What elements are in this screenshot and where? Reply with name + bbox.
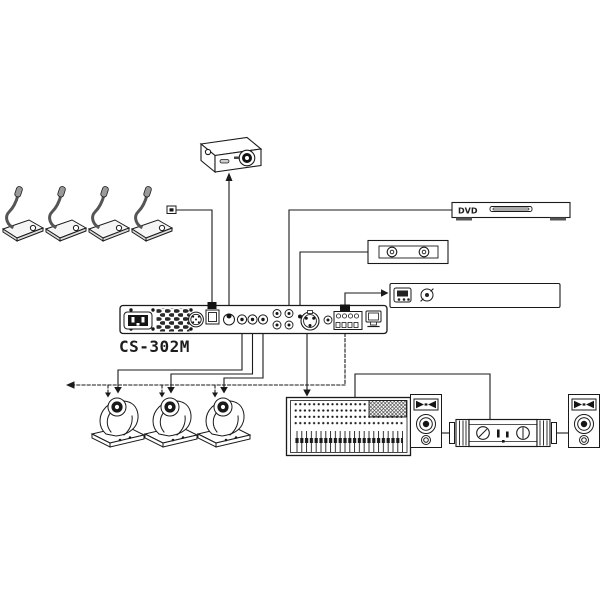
arrow-down-mixer <box>303 389 311 397</box>
xlr-output <box>300 310 320 331</box>
usb-port <box>205 302 220 325</box>
audio-recorder <box>367 239 449 265</box>
mixer-amp-cable <box>354 373 491 420</box>
ptz-camera-3 <box>197 397 251 448</box>
arrow-down-bus-2 <box>159 392 165 398</box>
mic-cable-connector <box>166 205 177 214</box>
arrow-down-bus-1 <box>105 392 111 398</box>
arrow-right-av-bar <box>381 289 389 297</box>
speaker-left <box>410 394 442 448</box>
conference-mic-2 <box>44 184 88 243</box>
rca-jacks-camera <box>236 314 269 325</box>
unit-label: CS-302M <box>119 337 190 356</box>
conference-mic-4 <box>130 184 174 243</box>
speaker-right <box>568 394 600 448</box>
din-connector <box>188 311 204 328</box>
dvd-label: DVD <box>458 207 478 216</box>
main-unit-rear-panel <box>119 302 388 335</box>
power-inlet <box>123 311 153 330</box>
conference-mic-1 <box>1 184 45 243</box>
arrow-down-camera-1 <box>114 387 122 394</box>
arrow-left-bus <box>66 381 75 389</box>
camera-cable-1 <box>117 332 243 389</box>
arrow-down-bus-3 <box>212 392 218 398</box>
power-amplifier <box>449 418 557 448</box>
mixer-faders <box>295 431 403 452</box>
arrow-down-camera-3 <box>220 387 228 394</box>
camera-icon <box>393 287 412 303</box>
ptz-camera-2 <box>144 397 198 448</box>
dvd-cable <box>288 209 453 310</box>
arrow-up-projector <box>225 172 233 181</box>
control-bus-dashed <box>72 332 346 395</box>
av-bar-cable <box>344 292 382 306</box>
av-switcher-bar <box>389 282 561 309</box>
ptz-camera-1 <box>91 397 145 448</box>
projector <box>199 136 263 174</box>
rca-jacks-av-in <box>272 309 294 330</box>
mixer-pad <box>368 400 407 418</box>
camera-cable-2 <box>170 332 254 389</box>
projector-jack <box>223 313 235 326</box>
mixing-console <box>285 396 412 457</box>
aux-jack <box>323 315 333 325</box>
dvd-player: DVD <box>451 201 571 221</box>
dial-icon <box>420 288 434 302</box>
monitor-icon <box>365 310 382 328</box>
mic-cable <box>175 209 213 304</box>
fan-grille <box>156 308 190 332</box>
panel-screws <box>129 308 193 331</box>
recorder-cable <box>299 251 369 316</box>
arrow-down-camera-2 <box>167 387 175 394</box>
terminal-block <box>333 304 363 330</box>
recorder-plug-dot <box>298 314 302 319</box>
camera-cable-3 <box>223 332 264 389</box>
conference-mic-3 <box>87 184 131 243</box>
